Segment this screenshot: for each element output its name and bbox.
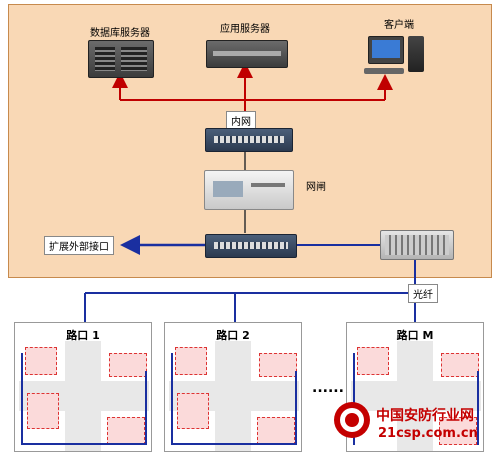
app-server-label: 应用服务器 bbox=[220, 24, 270, 35]
intersection-m-title: 路口 M bbox=[396, 329, 434, 342]
intranet-switch-icon bbox=[205, 128, 293, 152]
gateway-label: 网闸 bbox=[306, 182, 326, 193]
external-switch-icon bbox=[205, 234, 297, 258]
gateway-icon bbox=[204, 170, 294, 210]
intersection-1-title: 路口 1 bbox=[66, 329, 100, 342]
intersection-1: 路口 1 bbox=[14, 322, 152, 452]
client-label: 客户端 bbox=[384, 20, 414, 31]
watermark-brand: 中国安防行业网 bbox=[376, 408, 474, 424]
db-server-label: 数据库服务器 bbox=[90, 28, 150, 39]
app-server-icon bbox=[206, 40, 288, 68]
intersection-m: 路口 M bbox=[346, 322, 484, 452]
intersection-2: 路口 2 bbox=[164, 322, 302, 452]
external-interface-label: 扩展外部接口 bbox=[44, 236, 114, 255]
client-tower-icon bbox=[408, 36, 424, 72]
intersection-2-title: 路口 2 bbox=[216, 329, 250, 342]
fiber-label: 光纤 bbox=[408, 284, 438, 303]
ellipsis: ...... bbox=[312, 380, 344, 396]
client-monitor-icon bbox=[368, 36, 404, 64]
intranet-label: 内网 bbox=[226, 111, 256, 130]
client-keyboard-icon bbox=[364, 68, 404, 74]
db-server-icon bbox=[88, 40, 154, 78]
optical-transceiver-chassis-icon bbox=[380, 230, 454, 260]
watermark-logo-icon bbox=[334, 402, 370, 438]
watermark-site: 21csp.com.cn bbox=[378, 426, 478, 441]
